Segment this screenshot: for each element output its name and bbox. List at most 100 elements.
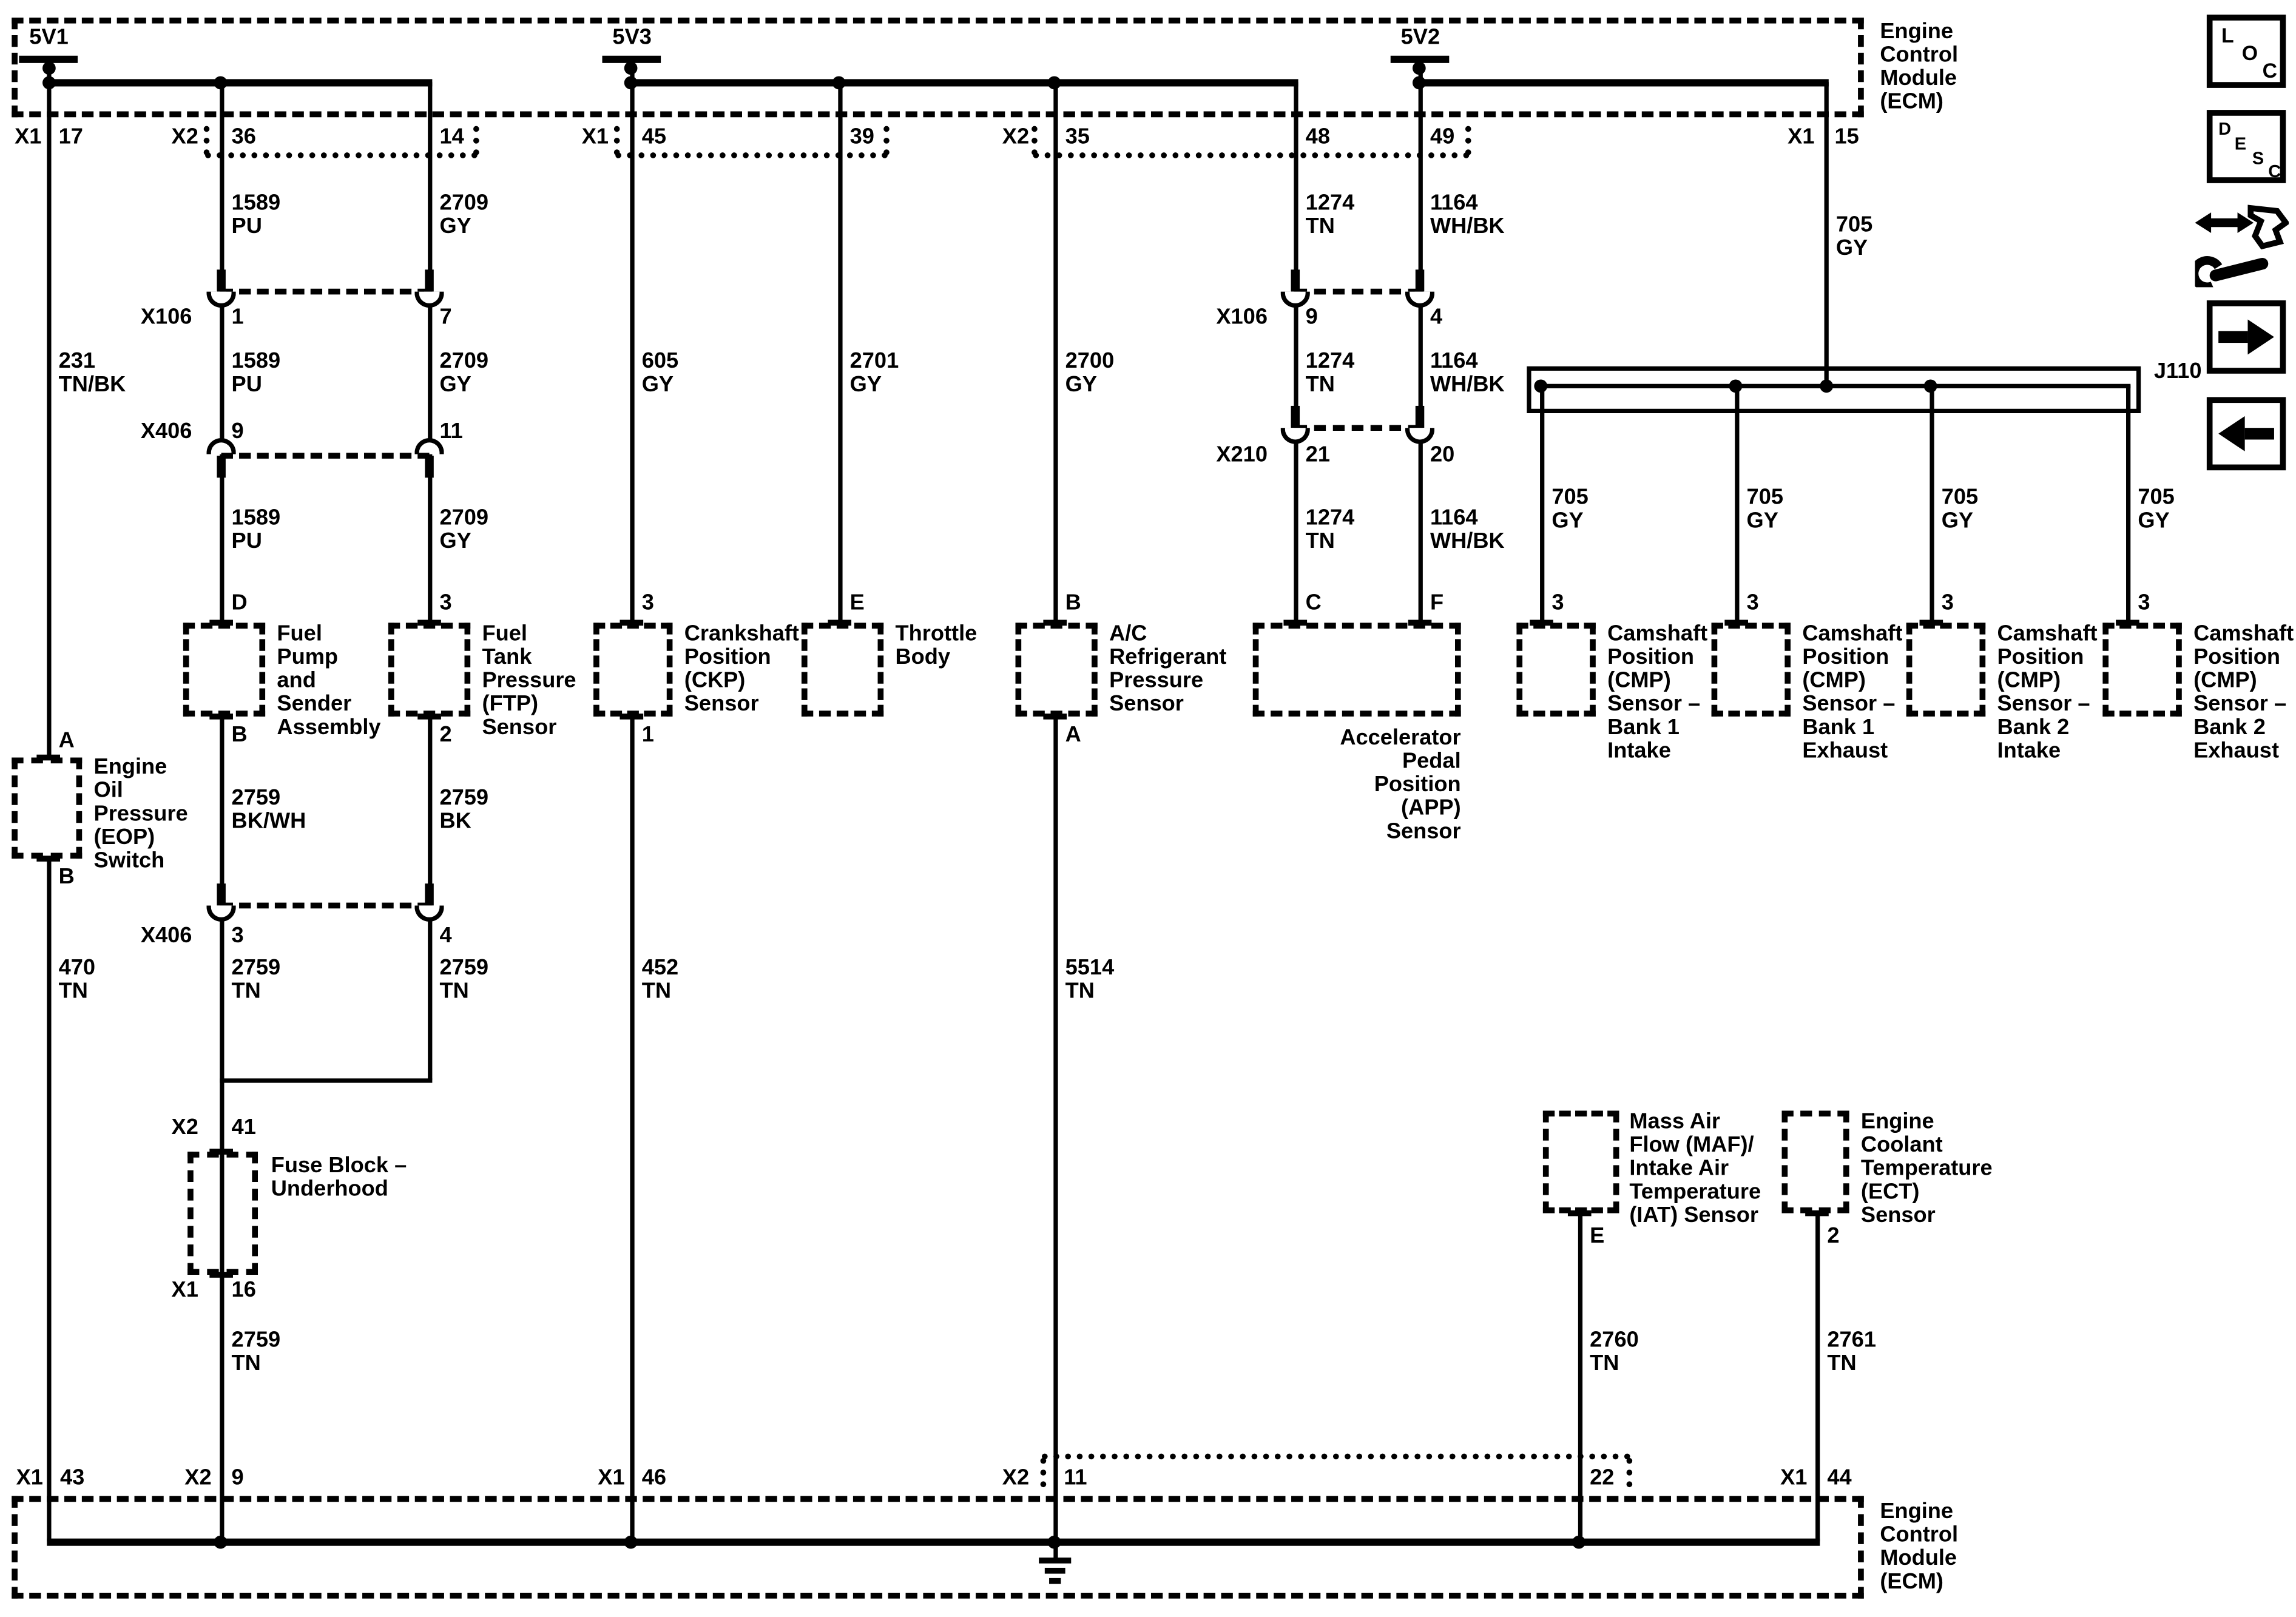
- connector-link-line: [221, 902, 430, 909]
- wire-label: 5514 TN: [1065, 955, 1115, 1004]
- pin-conn: X1: [1788, 124, 1815, 150]
- fuel-pump-label: Fuel Pump and Sender Assembly: [277, 621, 381, 740]
- fuse-block-label: Fuse Block – Underhood: [271, 1153, 407, 1202]
- device-pin: F: [1430, 590, 1444, 616]
- ftp-sensor-box: [388, 623, 471, 717]
- pin-tick: [2116, 619, 2139, 626]
- pin-num: 15: [1834, 124, 1859, 150]
- pin-num: 35: [1065, 124, 1090, 150]
- connector-female-cup: [206, 905, 236, 922]
- service-tool-icon[interactable]: [2189, 202, 2291, 291]
- cmp-b1-intake-label: Camshaft Position (CMP) Sensor – Bank 1 …: [1607, 621, 1708, 764]
- wire-label: 2759 TN: [439, 955, 489, 1004]
- device-pin: C: [1305, 590, 1322, 616]
- wire-705-gy-feed: [1824, 82, 1829, 386]
- maf-iat-sensor-label: Mass Air Flow (MAF)/ Intake Air Temperat…: [1629, 1109, 1761, 1228]
- throttle-body-label: Throttle Body: [895, 621, 977, 670]
- device-pin: B: [1065, 590, 1081, 616]
- connector-male-stub: [217, 883, 226, 906]
- inline-connector-pin: 3: [231, 923, 244, 948]
- app-sensor-box: [1252, 623, 1461, 717]
- loc-letter: C: [2262, 58, 2278, 83]
- connector-bracket-line: [615, 152, 888, 158]
- wire-1274-tn: [1294, 82, 1298, 623]
- junction-dot: [624, 1535, 638, 1549]
- connector-bracket-tick: [883, 126, 890, 155]
- wire-label: 231 TN/BK: [58, 348, 126, 397]
- desc-button[interactable]: D E S C: [2206, 110, 2286, 183]
- power-rail-5v1-label: 5V1: [29, 25, 69, 50]
- eop-switch-box: [12, 757, 83, 859]
- pin-num: 22: [1590, 1465, 1615, 1490]
- wire-705-gy-branch-3: [1930, 385, 1934, 623]
- inline-connector-pin: 4: [1430, 305, 1443, 330]
- pin-num: 46: [641, 1465, 667, 1490]
- junction-dot: [1820, 379, 1834, 393]
- pin-tick: [36, 856, 61, 862]
- junction-dot: [1047, 76, 1061, 90]
- wire-705-gy-branch-2: [1735, 385, 1740, 623]
- wire-label: 705 GY: [1941, 485, 1979, 534]
- connector-bracket-line: [205, 152, 478, 158]
- pin-conn: X2: [1002, 124, 1030, 150]
- connector-link-line: [221, 453, 430, 459]
- connector-male-stub: [425, 456, 434, 478]
- next-button[interactable]: [2206, 300, 2286, 374]
- wire-5v2-stub: [1418, 62, 1423, 83]
- cmp-b1-intake-box: [1516, 623, 1596, 717]
- cmp-b1-exhaust-label: Camshaft Position (CMP) Sensor – Bank 1 …: [1802, 621, 1903, 764]
- pin-num: 9: [231, 1465, 244, 1490]
- loc-letter: L: [2221, 23, 2234, 47]
- prev-button[interactable]: [2206, 397, 2286, 471]
- inline-connector-name: X210: [1216, 442, 1268, 468]
- junction-dot: [214, 76, 228, 90]
- bus-5v1: [47, 79, 433, 87]
- wire-label: 705 GY: [1551, 485, 1589, 534]
- power-rail-5v3-label: 5V3: [612, 25, 652, 50]
- pin-tick: [417, 619, 441, 626]
- ftp-sensor-label: Fuel Tank Pressure (FTP) Sensor: [482, 621, 576, 740]
- cmp-b1-exhaust-box: [1711, 623, 1791, 717]
- loc-button[interactable]: L O C: [2206, 15, 2286, 88]
- wire-label: 2709 GY: [439, 505, 489, 554]
- pin-num: 43: [60, 1465, 85, 1490]
- inline-connector-pin: 7: [439, 305, 452, 330]
- pin-num: 14: [439, 124, 464, 150]
- pin-tick: [1805, 1210, 1829, 1217]
- desc-letter: E: [2234, 133, 2247, 154]
- inline-connector-pin: 11: [439, 419, 463, 444]
- wire-470-tn: [47, 859, 52, 1542]
- ac-pressure-sensor-box: [1015, 623, 1098, 717]
- pin-tick: [209, 1272, 233, 1278]
- maf-iat-sensor-box: [1542, 1110, 1619, 1214]
- wire-label: 2700 GY: [1065, 348, 1115, 397]
- ground-icon: [1044, 1567, 1065, 1574]
- pin-tick: [620, 714, 644, 720]
- device-pin: 2: [439, 722, 452, 748]
- eop-switch-label: Engine Oil Pressure (EOP) Switch: [93, 754, 188, 874]
- pin-conn: X2: [184, 1465, 212, 1490]
- device-pin: 3: [1551, 590, 1564, 616]
- inline-connector-name: X106: [140, 305, 192, 330]
- pin-tick: [1567, 1210, 1592, 1217]
- wire-label: 1274 TN: [1305, 348, 1355, 397]
- wire-231-tn-bk: [47, 82, 52, 758]
- device-pin: D: [231, 590, 248, 616]
- app-sensor-label: Accelerator Pedal Position (APP) Sensor: [1340, 725, 1461, 844]
- inline-connector-pin: 1: [231, 305, 244, 330]
- device-pin: 3: [641, 590, 654, 616]
- connector-male-stub: [1291, 405, 1300, 428]
- junction-dot: [1923, 379, 1937, 393]
- junction-dot: [214, 1535, 228, 1549]
- pin-num: 11: [1064, 1465, 1087, 1490]
- wire-5v3-stub: [630, 62, 635, 83]
- connector-male-stub: [217, 456, 226, 478]
- wire-452-tn: [630, 716, 635, 1542]
- wire-label: 2759 BK/WH: [231, 785, 306, 834]
- ground-stub: [1053, 1541, 1058, 1561]
- junction-dot: [1534, 379, 1548, 393]
- pin-conn: X1: [15, 124, 42, 150]
- device-pin: A: [1065, 722, 1081, 748]
- pin-num: 36: [231, 124, 256, 150]
